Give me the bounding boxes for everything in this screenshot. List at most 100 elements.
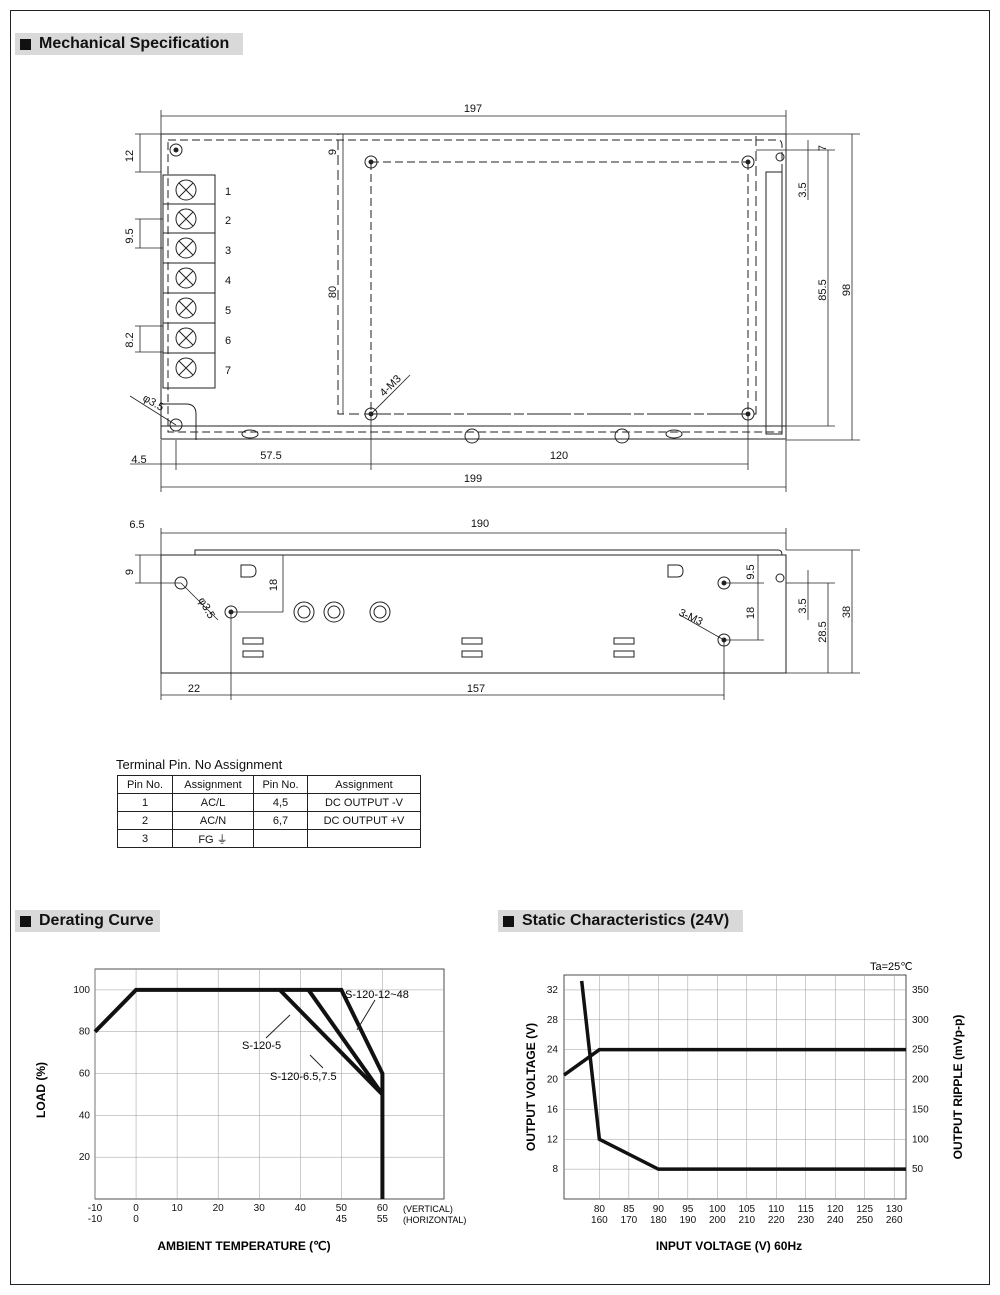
table-cell: FG ⏚ <box>172 829 254 848</box>
table-header: Assignment <box>307 775 421 794</box>
terminal-label: 2 <box>225 215 231 227</box>
y-right-tick-label: 250 <box>912 1045 929 1056</box>
y-tick-label: 40 <box>79 1110 91 1121</box>
horizontal-note: (HORIZONTAL) <box>403 1215 466 1225</box>
x-tick-label-bottom: 190 <box>679 1215 696 1226</box>
x-tick-label-horizontal: -10 <box>88 1214 103 1225</box>
dim-120: 120 <box>550 450 568 462</box>
table-row: 2 AC/N 6,7 DC OUTPUT +V <box>117 811 421 830</box>
section-title: Static Characteristics (24V) <box>522 912 730 929</box>
table-cell: 2 <box>117 811 173 830</box>
dim-98: 98 <box>841 284 853 296</box>
dim-57-5: 57.5 <box>260 450 281 462</box>
y-right-tick-label: 150 <box>912 1104 929 1115</box>
dim-85-5: 85.5 <box>817 279 829 300</box>
table-cell <box>307 829 421 848</box>
x-tick-label: 10 <box>172 1203 184 1214</box>
x-tick-label: 85 <box>623 1204 635 1215</box>
x-tick-label: 90 <box>653 1204 665 1215</box>
terminal-label: 3 <box>225 245 231 257</box>
y-left-tick-label: 8 <box>552 1164 558 1175</box>
x-tick-label-bottom: 220 <box>768 1215 785 1226</box>
dim-18: 18 <box>268 579 280 591</box>
dim-7: 7 <box>817 145 829 151</box>
y-right-tick-label: 100 <box>912 1134 929 1145</box>
x-tick-label-bottom: 160 <box>591 1215 608 1226</box>
y-right-tick-label: 350 <box>912 985 929 996</box>
series-label: S-120-12~48 <box>345 989 409 1001</box>
x-tick-label: 125 <box>856 1204 873 1215</box>
x-tick-label-bottom: 230 <box>797 1215 814 1226</box>
dim-3-5: 3.5 <box>797 598 809 613</box>
y-left-tick-label: 20 <box>547 1075 559 1086</box>
square-bullet-icon <box>20 38 31 50</box>
table-cell: 1 <box>117 793 173 812</box>
y-tick-label: 20 <box>79 1152 91 1163</box>
table-cell: AC/L <box>172 793 254 812</box>
table-cell <box>253 829 308 848</box>
y-axis-label: LOAD (%) <box>34 1062 48 1118</box>
x-tick-label: -10 <box>88 1203 103 1214</box>
dim-hole: φ3.5 <box>195 596 217 621</box>
series-line <box>562 1047 906 1077</box>
terminal-label: 5 <box>225 305 231 317</box>
x-tick-label: 120 <box>827 1204 844 1215</box>
dim-9-5: 9.5 <box>124 228 136 243</box>
dim-4-m3: 4-M3 <box>378 373 404 399</box>
dim-80: 80 <box>327 286 339 298</box>
x-tick-label: 130 <box>886 1204 903 1215</box>
y-right-tick-label: 300 <box>912 1015 929 1026</box>
terminal-label: 7 <box>225 365 231 377</box>
x-tick-label: 105 <box>738 1204 755 1215</box>
y-right-tick-label: 200 <box>912 1075 929 1086</box>
static-header: Static Characteristics (24V) <box>498 910 743 932</box>
top-view-drawing: 197 12 9.5 8.2 φ3.5 9 80 4-M3 7 3.5 85.5… <box>124 103 860 700</box>
y-tick-label: 100 <box>73 985 90 996</box>
x-tick-label: 60 <box>377 1203 389 1214</box>
x-tick-label: 100 <box>709 1204 726 1215</box>
x-tick-label: 40 <box>295 1203 307 1214</box>
x-tick-label-horizontal: 0 <box>133 1214 139 1225</box>
y-right-tick-label: 50 <box>912 1164 924 1175</box>
dim-18-right: 18 <box>745 607 757 619</box>
dim-197: 197 <box>464 103 482 115</box>
x-tick-label-horizontal: 45 <box>336 1214 348 1225</box>
y-axis-left-label: OUTPUT VOLTAGE (V) <box>524 1023 538 1151</box>
dim-3-5: 3.5 <box>797 182 809 197</box>
dim-3-m3: 3-M3 <box>677 607 705 628</box>
plot-frame <box>94 968 445 1200</box>
dim-4-5: 4.5 <box>131 454 146 466</box>
y-tick-label: 60 <box>79 1069 91 1080</box>
pin-table-caption: Terminal Pin. No Assignment <box>116 757 283 772</box>
table-cell: 6,7 <box>253 811 308 830</box>
x-tick-label-bottom: 260 <box>886 1215 903 1226</box>
x-tick-label-horizontal: 55 <box>377 1214 389 1225</box>
page-frame <box>10 10 990 1285</box>
dim-8-2: 8.2 <box>124 332 136 347</box>
dim-9-5: 9.5 <box>745 564 757 579</box>
x-tick-label: 0 <box>133 1203 139 1214</box>
y-axis-right-label: OUTPUT RIPPLE (mVp-p) <box>951 1015 965 1160</box>
table-cell: DC OUTPUT +V <box>307 811 421 830</box>
dim-9: 9 <box>327 149 339 155</box>
square-bullet-icon <box>503 915 514 927</box>
terminal-label: 4 <box>225 275 231 287</box>
temperature-note: Ta=25℃ <box>870 961 913 973</box>
section-title: Derating Curve <box>39 912 154 929</box>
dim-157: 157 <box>467 683 485 695</box>
x-tick-label: 50 <box>336 1203 348 1214</box>
x-tick-label: 110 <box>768 1204 784 1215</box>
dim-12: 12 <box>124 150 136 162</box>
x-tick-label-bottom: 170 <box>621 1215 638 1226</box>
table-header: Pin No. <box>253 775 308 794</box>
mechanical-spec-header: Mechanical Specification <box>15 33 243 55</box>
table-row: 3 FG ⏚ <box>117 829 421 848</box>
dim-22: 22 <box>188 683 200 695</box>
x-axis-label: INPUT VOLTAGE (V) 60Hz <box>656 1239 802 1253</box>
table-header: Assignment <box>172 775 254 794</box>
y-left-tick-label: 28 <box>547 1015 559 1026</box>
table-header: Pin No. <box>117 775 173 794</box>
vertical-note: (VERTICAL) <box>403 1204 453 1214</box>
y-left-tick-label: 24 <box>547 1045 559 1056</box>
